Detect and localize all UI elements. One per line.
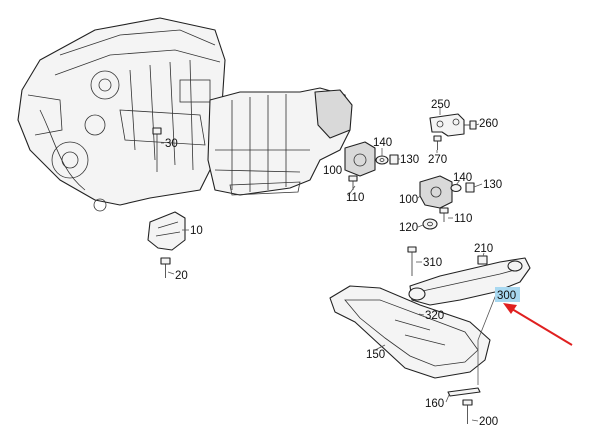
callout-30: 30: [165, 138, 178, 150]
part-120-disc: [422, 218, 438, 230]
callout-250: 250: [431, 99, 450, 111]
part-130-nut-right: [465, 182, 475, 193]
part-110-bolt-left: [348, 175, 358, 190]
part-310-bolt: [407, 246, 417, 276]
part-270-bolt: [433, 135, 442, 150]
callout-310: 310: [423, 257, 442, 269]
part-260-bolt: [464, 120, 477, 130]
part-250-bracket: [429, 113, 465, 137]
callout-130-right: 130: [483, 179, 502, 191]
callout-210: 210: [474, 243, 493, 255]
callout-130-left: 130: [400, 154, 419, 166]
part-100-mount-left: [344, 141, 376, 177]
part-30-bolt: [152, 127, 162, 172]
part-20-bolt: [160, 257, 171, 278]
callout-260: 260: [479, 118, 498, 130]
callout-110-right: 110: [454, 213, 472, 225]
leader-lines: [161, 108, 498, 422]
part-10-bracket: [147, 211, 186, 251]
engine-assembly: [17, 17, 226, 212]
part-210-nut: [477, 255, 488, 265]
callout-100-left: 100: [323, 165, 342, 177]
callout-140-right: 140: [453, 172, 472, 184]
part-130-nut-left: [389, 154, 399, 165]
part-300-crossmember: [408, 257, 531, 306]
part-110-bolt-right: [439, 207, 449, 222]
callout-labels: 30 10 20 100 110 140 130 250 260 270 100…: [165, 99, 520, 428]
part-140-washer-left: [375, 155, 389, 165]
callout-150: 150: [366, 349, 385, 361]
part-160-strip: [447, 387, 481, 397]
red-arrow-icon: [503, 303, 573, 346]
callout-140-left: 140: [373, 137, 392, 149]
part-140-washer-right: [450, 183, 462, 193]
callout-200: 200: [479, 416, 498, 428]
callout-120: 120: [399, 222, 418, 234]
part-100-mount-right: [419, 175, 453, 209]
callout-10: 10: [190, 225, 203, 237]
callout-300: 300: [497, 290, 516, 302]
callout-100-right: 100: [399, 194, 418, 206]
callout-320: 320: [425, 310, 444, 322]
transmission-assembly: [207, 87, 353, 196]
callout-110-left: 110: [346, 192, 364, 204]
callout-160: 160: [425, 398, 444, 410]
callout-270: 270: [428, 154, 447, 166]
callout-20: 20: [175, 270, 188, 282]
part-150-support: [329, 285, 491, 379]
callout-300-highlight: [495, 287, 520, 302]
part-200-bolt: [462, 399, 473, 424]
